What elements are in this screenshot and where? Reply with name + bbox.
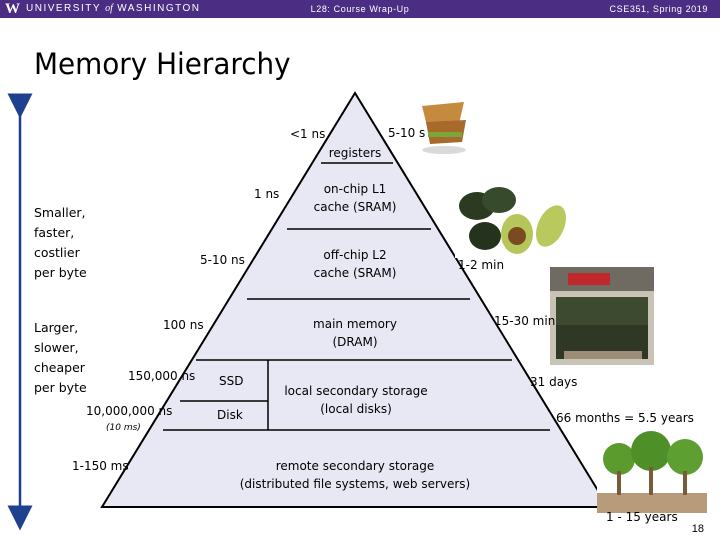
course-label: CSE351, Spring 2019 (609, 4, 708, 14)
lecture-title: L28: Course Wrap-Up (310, 4, 410, 14)
latency-remote: 1-150 ms (72, 459, 129, 473)
avocado-sale-photo (550, 267, 654, 365)
analogy-remote: 1 - 15 years (606, 510, 678, 524)
level-registers: registers (328, 146, 382, 160)
level-ssd: SSD (219, 374, 244, 388)
latency-registers: <1 ns (290, 127, 326, 141)
latency-ssd: 150,000 ns (128, 369, 196, 383)
avocado-photo (455, 178, 573, 258)
level-local-secondary: local secondary storage(local disks) (284, 384, 428, 416)
analogy-l2: 1-2 min (458, 258, 505, 272)
uw-logo: W (5, 1, 20, 17)
sandwich-photo (418, 98, 470, 156)
analogy-registers: 5-10 s (388, 126, 426, 140)
latency-l1: 1 ns (254, 187, 280, 201)
analogy-main: 15-30 min (494, 314, 556, 328)
latency-l2: 5-10 ns (200, 253, 245, 267)
latency-disk: 10,000,000 ns (86, 404, 173, 418)
analogy-disk: 66 months = 5.5 years (556, 411, 694, 425)
pyramid-shape (100, 91, 610, 508)
slide-title: Memory Hierarchy (34, 47, 291, 81)
slide-number: 18 (691, 523, 704, 535)
analogy-ssd: 31 days (530, 375, 578, 389)
latency-main: 100 ns (163, 318, 204, 332)
latency-disk-note: (10 ms) (106, 423, 141, 433)
avocado-trees-photo (597, 423, 707, 513)
level-main-memory: main memory(DRAM) (313, 317, 397, 349)
level-remote-secondary: remote secondary storage(distributed fil… (239, 459, 471, 491)
header-bar: W UNIVERSITY of WASHINGTON L28: Course W… (0, 0, 720, 18)
university-name: UNIVERSITY of WASHINGTON (26, 3, 201, 14)
level-disk: Disk (217, 408, 243, 422)
